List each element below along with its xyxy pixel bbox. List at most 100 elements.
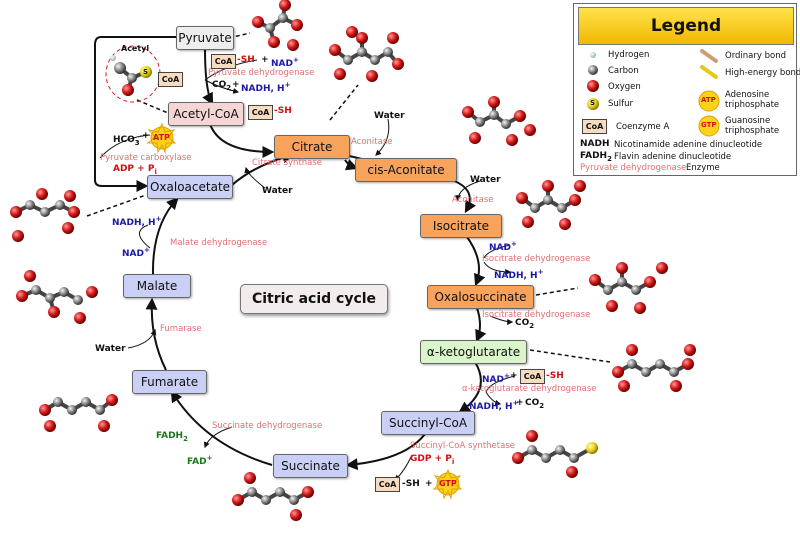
legend-ordinary-bond: Ordinary bond bbox=[725, 51, 786, 61]
cycle-arrows bbox=[94, 36, 487, 471]
legend-nadh-key: NADH bbox=[580, 139, 610, 149]
water-label-citrate: Water bbox=[262, 186, 293, 196]
legend-atp-star bbox=[698, 90, 720, 112]
enzyme-succinyl-coa-synthetase: Succinyl-CoA synthetase bbox=[410, 441, 515, 451]
legend-oxygen: Oxygen bbox=[608, 82, 641, 92]
node-pyruvate: Pyruvate bbox=[176, 26, 234, 50]
hydrogen-icon bbox=[590, 52, 596, 58]
legend-gtp-desc-1: Guanosine bbox=[725, 116, 771, 126]
molecule-succinate bbox=[232, 472, 314, 521]
molecule-alpha-ketoglutarate bbox=[612, 344, 696, 392]
node-fumarate: Fumarate bbox=[132, 370, 207, 394]
sh-label-acetyl-coa: -SH bbox=[274, 106, 292, 116]
hco3-label: HCO3- bbox=[113, 132, 143, 147]
node-isocitrate: Isocitrate bbox=[420, 214, 502, 238]
plus-label-scs: + bbox=[425, 479, 433, 489]
legend-fadh-key: FADH2 bbox=[580, 151, 612, 163]
ordinary-bond-icon bbox=[700, 49, 718, 63]
nad-label-pdh: NAD+ bbox=[271, 56, 299, 69]
plus-label-akgdh: + bbox=[510, 371, 518, 381]
plus-label-pdh: + bbox=[261, 55, 269, 65]
node-oxaloacetate: Oxaloacetate bbox=[147, 175, 233, 199]
enzyme-akg-dehydrogenase: α-ketoglutarate dehydrogenase bbox=[462, 384, 597, 394]
sh-label-akgdh: -SH bbox=[546, 371, 564, 381]
enzyme-succinate-dehydrogenase: Succinate dehydrogenase bbox=[212, 421, 323, 431]
enzyme-pyruvate-dehydrogenase: Pyruvate dehydrogenase bbox=[208, 68, 315, 78]
enzyme-pyruvate-carboxylase: Pyruvate carboxylase bbox=[100, 153, 192, 163]
molecule-oxalosuccinate bbox=[589, 262, 668, 314]
legend-atp-text: ATP bbox=[701, 96, 716, 104]
molecule-fumarate bbox=[39, 394, 118, 432]
plus-label-pdh-2: + bbox=[232, 80, 240, 90]
legend-high-energy-bond: High-energy bond bbox=[725, 68, 800, 78]
sulfur-atom-label: S bbox=[143, 68, 149, 76]
legend-atp-desc-2: triphosphate bbox=[725, 100, 780, 110]
coa-box-scs: CoA bbox=[375, 477, 400, 492]
enzyme-isocitrate-dehydrogenase-1: Isocitrate dehydrogenase bbox=[482, 254, 591, 264]
legend-panel: Legend S Hydrogen Carbon Oxygen Sulfur O… bbox=[573, 3, 800, 176]
nad-label-mdh: NAD+ bbox=[122, 246, 150, 259]
enzyme-isocitrate-dehydrogenase-2: Isocitrate dehydrogenase bbox=[482, 310, 591, 320]
atp-label: ATP bbox=[153, 133, 170, 142]
enzyme-citrate-synthase: Citrate synthase bbox=[252, 158, 323, 168]
plus-label-akgdh-2: + bbox=[516, 398, 524, 408]
node-succinyl-coa: Succinyl-CoA bbox=[381, 411, 475, 435]
legend-coa-desc: Coenzyme A bbox=[616, 122, 670, 132]
legend-sulfur-letter: S bbox=[590, 99, 596, 107]
nad-label-akgdh: NAD+ bbox=[482, 372, 510, 385]
molecule-malate bbox=[16, 270, 98, 324]
legend-nadh-desc: Nicotinamide adenine dinucleotide bbox=[614, 140, 763, 150]
legend-atp-desc-1: Adenosine bbox=[725, 90, 770, 100]
adp-pi-label: ADP + Pi bbox=[113, 164, 157, 176]
enzyme-aconitase-1: Aconitase bbox=[351, 137, 393, 147]
sh-label-scs: -SH bbox=[402, 479, 420, 489]
legend-carbon: Carbon bbox=[608, 66, 639, 76]
dashed-links bbox=[86, 32, 611, 363]
water-label-fumarase: Water bbox=[95, 344, 126, 354]
coa-box-acetyl-coa: CoA bbox=[248, 105, 273, 120]
legend-hydrogen: Hydrogen bbox=[608, 50, 650, 60]
legend-fadh-desc: Flavin adenine dinucleotide bbox=[614, 152, 732, 162]
legend-enzyme-example: Pyruvate dehydrogenase bbox=[580, 163, 687, 173]
node-malate: Malate bbox=[123, 274, 191, 298]
legend-enzyme-desc: Enzyme bbox=[686, 163, 720, 173]
cycle-title: Citric acid cycle bbox=[240, 284, 388, 314]
molecule-succinyl-coa bbox=[512, 430, 598, 478]
molecule-citrate bbox=[329, 26, 404, 82]
nadh-label-mdh: NADH, H+ bbox=[112, 215, 162, 228]
oxygen-icon bbox=[587, 80, 599, 92]
legend-coa-icon: CoA bbox=[582, 119, 607, 134]
water-label-aconitase-1: Water bbox=[374, 111, 405, 121]
acetyl-label: Acetyl bbox=[121, 44, 150, 53]
molecule-oxaloacetate bbox=[10, 188, 80, 242]
molecule-acetyl bbox=[110, 55, 152, 96]
high-energy-bond-icon bbox=[700, 65, 718, 79]
molecule-cis-aconitate bbox=[462, 96, 536, 146]
coa-box-acetyl: CoA bbox=[158, 72, 183, 87]
legend-gtp-desc-2: triphosphate bbox=[725, 126, 780, 136]
gtp-label: GTP bbox=[439, 479, 457, 488]
sh-label-pdh: -SH bbox=[237, 55, 255, 65]
sulfur-icon bbox=[587, 98, 599, 110]
fad-label: FAD+ bbox=[187, 454, 213, 467]
legend-icons bbox=[587, 49, 720, 137]
co2-label-akgdh: CO2 bbox=[525, 398, 545, 410]
coa-box-pdh: CoA bbox=[211, 54, 236, 69]
legend-title: Legend bbox=[578, 7, 794, 45]
atp-star-icon bbox=[146, 122, 177, 154]
plus-label-pc: + bbox=[142, 131, 150, 141]
legend-gtp-star bbox=[698, 115, 720, 137]
molecule-isocitrate bbox=[516, 180, 586, 230]
water-label-aconitase-2: Water bbox=[470, 175, 501, 185]
nadh-label-pdh: NADH, H+ bbox=[241, 81, 291, 94]
node-acetyl-coa: Acetyl-CoA bbox=[168, 102, 244, 126]
enzyme-malate-dehydrogenase: Malate dehydrogenase bbox=[170, 238, 268, 248]
gdp-pi-label: GDP + Pi bbox=[410, 454, 455, 466]
co2-label-pdh: CO2 bbox=[212, 80, 232, 92]
nad-label-idh: NAD+ bbox=[489, 240, 517, 253]
co2-label-idh: CO2 bbox=[515, 318, 535, 330]
nadh-label-idh: NADH, H+ bbox=[494, 268, 544, 281]
fadh2-label: FADH2 bbox=[156, 431, 188, 443]
